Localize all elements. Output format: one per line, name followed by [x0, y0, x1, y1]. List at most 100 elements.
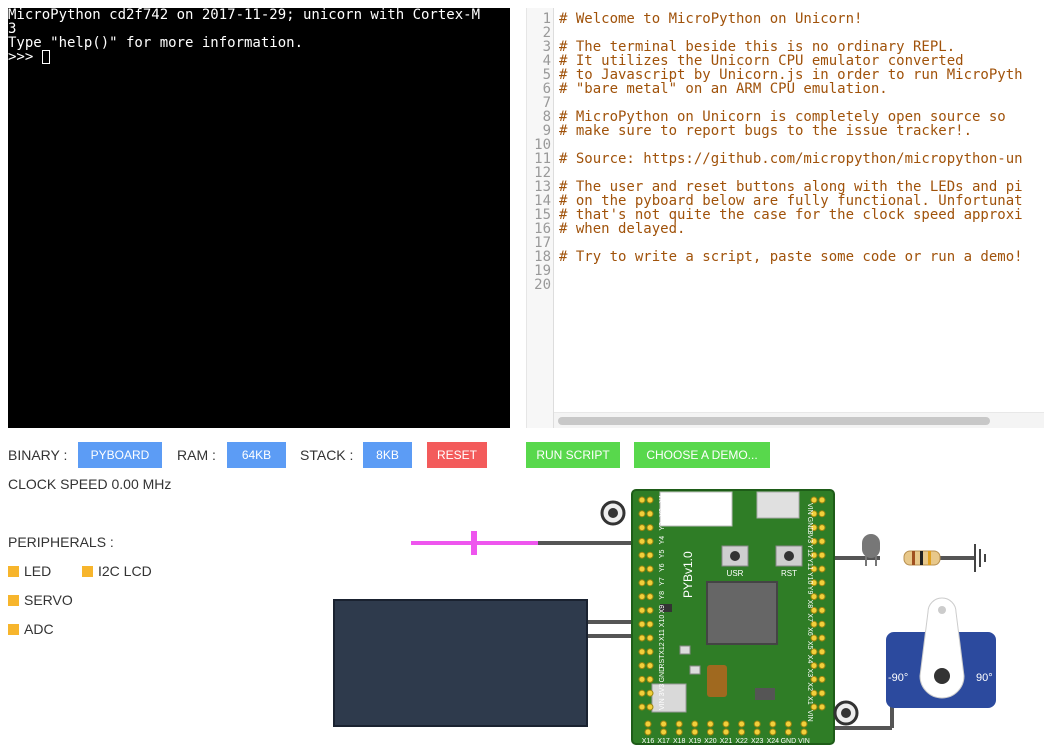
pin-pad [818, 524, 826, 532]
pin-pad [675, 728, 683, 736]
code-line[interactable]: # MicroPython on Unicorn is completely o… [559, 109, 1006, 125]
binary-label: BINARY : [8, 447, 68, 463]
pin-label: X5 [806, 641, 813, 650]
code-line[interactable]: # The terminal beside this is no ordinar… [559, 39, 956, 55]
led [862, 534, 880, 566]
crystal [707, 665, 727, 697]
line-number: 19 [534, 263, 551, 279]
servo-max-label: 90° [976, 672, 993, 684]
pin-pad [646, 496, 654, 504]
pin-pad [810, 606, 818, 614]
pin-pad [646, 703, 654, 711]
peripherals-heading: PERIPHERALS : [8, 534, 114, 550]
usr-label: USR [727, 569, 744, 578]
code-line[interactable]: # that's not quite the case for the cloc… [559, 207, 1023, 223]
line-number: 15 [534, 207, 551, 223]
pin-pad [638, 675, 646, 683]
pin-pad [818, 662, 826, 670]
pin-label: GND [806, 517, 813, 533]
pin-pad [646, 662, 654, 670]
mounting-hole [833, 700, 859, 726]
pin-pad [646, 551, 654, 559]
rst-button[interactable] [775, 545, 803, 567]
pin-pad [638, 524, 646, 532]
line-number: 7 [542, 95, 551, 111]
pin-pad [738, 720, 746, 728]
peripheral-i2c-lcd[interactable]: I2C LCD [82, 563, 152, 579]
code-line[interactable]: # Welcome to MicroPython on Unicorn! [559, 11, 863, 27]
code-line[interactable]: # to Javascript by Unicorn.js in order t… [559, 67, 1023, 83]
ram-select-button[interactable]: 64KB [227, 442, 286, 468]
line-number: 12 [534, 165, 551, 181]
pin-label: VIN [798, 738, 810, 745]
pin-label: VIN [806, 503, 813, 515]
pin-label: X17 [657, 738, 670, 745]
code-line[interactable]: # on the pyboard below are fully functio… [559, 193, 1023, 209]
stack-select-button[interactable]: 8KB [363, 442, 412, 468]
pin-label: X24 [767, 738, 780, 745]
pin-label: 3V3 [659, 684, 666, 697]
rst-label: RST [781, 569, 797, 578]
line-number: 4 [542, 53, 551, 69]
horizontal-scrollbar[interactable] [554, 412, 1044, 428]
pin-label: X21 [720, 738, 733, 745]
pin-pad [646, 537, 654, 545]
pin-pad [818, 675, 826, 683]
pin-pad [818, 593, 826, 601]
code-line[interactable]: # make sure to report bugs to the issue … [559, 123, 973, 139]
code-line[interactable] [559, 96, 1023, 110]
peripheral-servo[interactable]: SERVO [8, 592, 73, 608]
pin-pad [818, 703, 826, 711]
code-line[interactable]: # It utilizes the Unicorn CPU emulator c… [559, 53, 964, 69]
peripheral-led[interactable]: LED [8, 563, 51, 579]
pin-pad [810, 579, 818, 587]
code-line[interactable] [559, 264, 1023, 278]
adc-slider[interactable] [411, 531, 538, 555]
reset-button[interactable]: RESET [427, 442, 487, 468]
pin-pad [818, 510, 826, 518]
pin-pad [753, 728, 761, 736]
pin-pad [706, 720, 714, 728]
pin-label: Y5 [659, 550, 666, 559]
code-line[interactable] [559, 166, 1023, 180]
pin-pad [638, 634, 646, 642]
pin-label: Y2 [659, 508, 666, 517]
code-line[interactable] [559, 278, 1023, 292]
code-line[interactable]: # Source: https://github.com/micropython… [559, 151, 1023, 167]
code-content[interactable]: # Welcome to MicroPython on Unicorn! # Th… [559, 12, 1023, 292]
line-number: 3 [542, 39, 551, 55]
slider-handle[interactable] [471, 531, 477, 555]
pin-pad [753, 720, 761, 728]
pin-label: VIN [806, 710, 813, 722]
usr-button[interactable] [721, 545, 749, 567]
run-script-button[interactable]: RUN SCRIPT [526, 442, 620, 468]
peripheral-adc[interactable]: ADC [8, 621, 54, 637]
choose-demo-button[interactable]: CHOOSE A DEMO... [634, 442, 770, 468]
pin-pad [818, 606, 826, 614]
pin-pad [738, 728, 746, 736]
code-line[interactable]: # The user and reset buttons along with … [559, 179, 1023, 195]
scrollbar-thumb[interactable] [558, 417, 990, 425]
pin-label: X4 [806, 655, 813, 664]
pin-pad [638, 620, 646, 628]
line-number: 9 [542, 123, 551, 139]
code-line[interactable] [559, 138, 1023, 152]
code-line[interactable] [559, 26, 1023, 40]
code-line[interactable]: # when delayed. [559, 221, 686, 237]
code-line[interactable]: # Try to write a script, paste some code… [559, 249, 1023, 265]
peripheral-swatch [8, 566, 19, 577]
pin-pad [818, 634, 826, 642]
line-number: 2 [542, 25, 551, 41]
pin-label: Y3 [659, 522, 666, 531]
binary-select-button[interactable]: PYBOARD [78, 442, 162, 468]
code-line[interactable]: # "bare metal" on an ARM CPU emulation. [559, 81, 888, 97]
pin-pad [810, 620, 818, 628]
repl-terminal[interactable]: MicroPython cd2f742 on 2017-11-29; unico… [8, 8, 510, 428]
pin-pad [646, 606, 654, 614]
pin-label: X23 [751, 738, 764, 745]
pin-pad [646, 634, 654, 642]
code-line[interactable] [559, 236, 1023, 250]
pin-label: X9 [659, 605, 666, 614]
